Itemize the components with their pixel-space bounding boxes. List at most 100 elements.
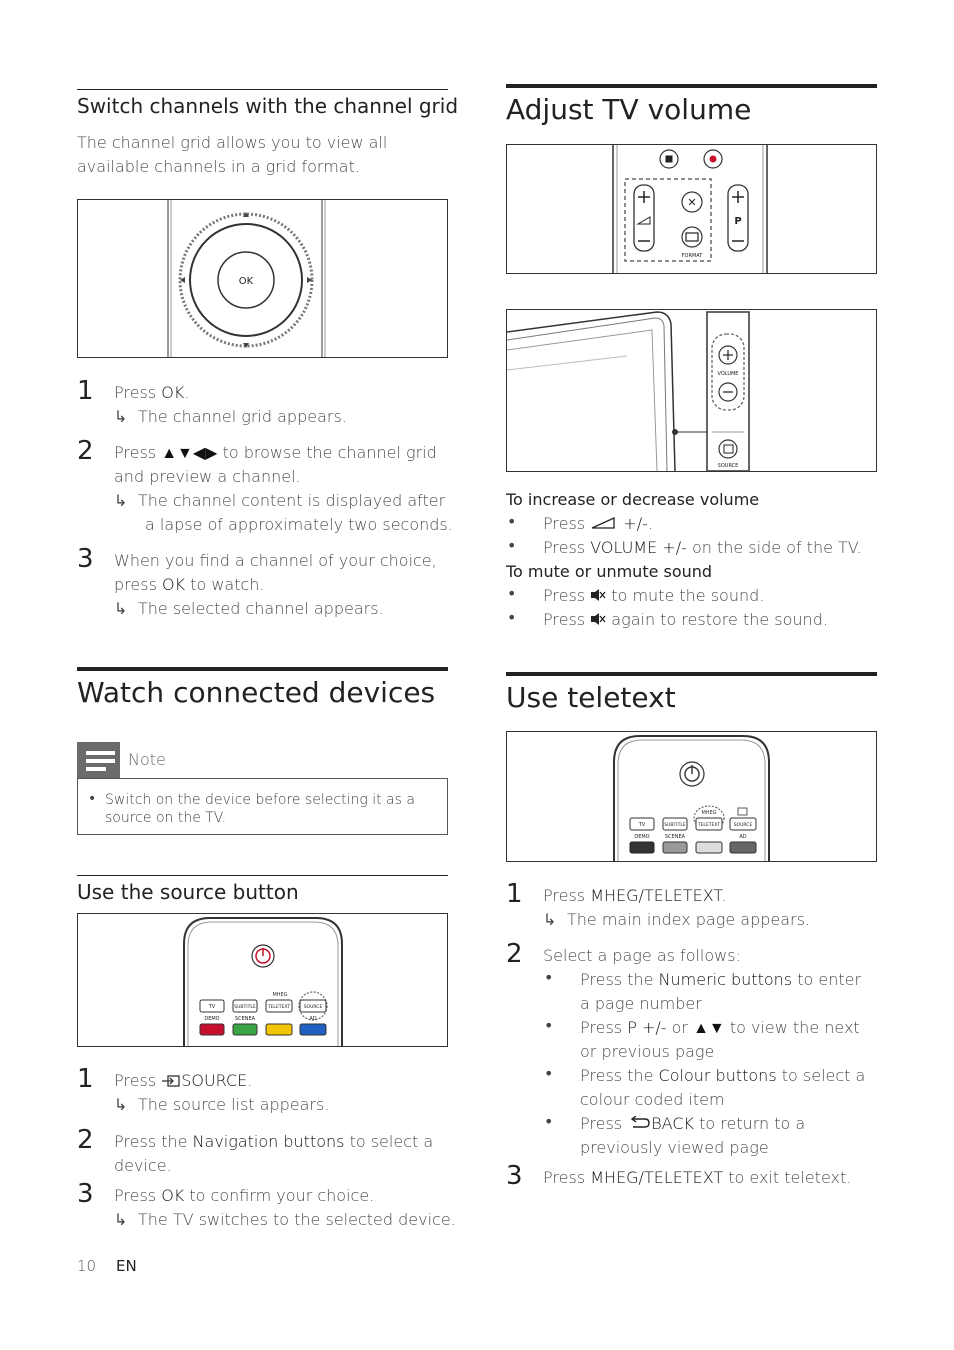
section-title-channel-grid: Switch channels with the channel grid — [77, 94, 459, 118]
section-title-source-button: Use the source button — [77, 880, 299, 904]
increase-heading: To increase or decrease volume — [506, 490, 760, 509]
tv-label: TV — [638, 822, 646, 828]
mute-heading: To mute or unmute sound — [506, 562, 713, 581]
step-text: Select a page as follows: — [543, 946, 741, 965]
step-text-cont: device. — [114, 1156, 172, 1175]
back-icon — [631, 1115, 650, 1128]
step-result: ↳The channel content is displayed after — [114, 489, 445, 513]
step-number: 1 — [77, 376, 94, 406]
step-number: 3 — [77, 1179, 94, 1209]
step-result: ↳The main index page appears. — [543, 908, 810, 932]
volume-icon — [591, 516, 615, 529]
subtitle-label: SUBTITLE — [664, 822, 686, 828]
mheg-label: MHEG — [701, 810, 716, 816]
section-title-volume: Adjust TV volume — [506, 93, 752, 126]
step-result: ↳The selected channel appears. — [114, 597, 384, 621]
channel-grid-figure: OK — [77, 199, 448, 358]
step-number: 1 — [506, 879, 523, 909]
mute-icon — [591, 589, 606, 601]
step-result: ↳The source list appears. — [114, 1093, 329, 1117]
sub-bullet-text-cont: or previous page — [580, 1042, 715, 1061]
step-text: Press OK. — [114, 383, 190, 402]
source-icon — [162, 1075, 180, 1087]
note-box: • Switch on the device before selecting … — [77, 778, 448, 835]
list-bullet: • — [507, 512, 517, 531]
teletext-label: TELETEXT — [267, 1004, 291, 1010]
channel-grid-intro-1: The channel grid allows you to view all — [77, 133, 388, 152]
ok-label: OK — [239, 276, 254, 287]
channel-grid-intro-2: available channels in a grid format. — [77, 157, 360, 176]
teletext-label: TELETEXT — [697, 822, 721, 828]
ad-label: AD — [739, 834, 746, 840]
result-arrow-icon: ↳ — [114, 599, 128, 618]
step-text: Press the Navigation buttons to select a — [114, 1132, 434, 1151]
section-rule — [77, 667, 448, 671]
result-arrow-icon: ↳ — [543, 910, 557, 929]
note-label: Note — [128, 750, 166, 769]
bullet-text: Press to mute the sound. — [543, 586, 765, 605]
source-label: SOURCE — [734, 822, 753, 828]
tv-label: TV — [208, 1004, 216, 1010]
step-text-cont: press OK to watch. — [114, 575, 265, 594]
note-text-1: Switch on the device before selecting it… — [105, 792, 415, 808]
step-number: 2 — [77, 436, 94, 466]
note-text-2: source on the TV. — [105, 810, 227, 826]
list-bullet: • — [507, 536, 517, 555]
source-button-figure: MHEG TV SUBTITLE TELETEXT SOURCE DEMO SC… — [77, 913, 448, 1047]
section-rule — [506, 84, 877, 88]
step-number: 2 — [77, 1125, 94, 1155]
teletext-remote-figure: MHEG TV SUBTITLE TELETEXT SOURCE DEMO SC… — [506, 731, 877, 862]
result-arrow-icon: ↳ — [114, 491, 128, 510]
step-number: 1 — [77, 1064, 94, 1094]
step-text: Press SOURCE. — [114, 1071, 253, 1090]
bullet-text: Press +/-. — [543, 514, 653, 533]
demo-label: DEMO — [204, 1016, 219, 1022]
step-text-cont: and preview a channel. — [114, 467, 301, 486]
step-number: 3 — [506, 1161, 523, 1191]
step-result: ↳The channel grid appears. — [114, 405, 347, 429]
step-number: 3 — [77, 544, 94, 574]
remote-volume-figure: ✕ FORMAT P — [506, 144, 877, 274]
note-bullet: • — [88, 791, 97, 807]
language-code: EN — [116, 1257, 137, 1275]
step-result-cont: a lapse of approximately two seconds. — [145, 515, 453, 534]
mute-icon: ✕ — [687, 196, 696, 209]
step-text: Press MHEG/TELETEXT to exit teletext. — [543, 1168, 852, 1187]
list-bullet: • — [507, 608, 517, 627]
step-number: 2 — [506, 939, 523, 969]
ad-label: AD — [309, 1016, 316, 1022]
sub-bullet-text: Press the Numeric buttons to enter — [580, 970, 862, 989]
tv-side-figure: VOLUME SOURCE — [506, 309, 877, 472]
section-rule — [77, 875, 448, 876]
sub-bullet-text-cont: a page number — [580, 994, 702, 1013]
mute-icon — [591, 613, 606, 625]
result-arrow-icon: ↳ — [114, 407, 128, 426]
list-bullet: • — [544, 1016, 554, 1035]
sub-bullet-text-cont: previously viewed page — [580, 1138, 769, 1157]
bullet-text: Press VOLUME +/- on the side of the TV. — [543, 538, 862, 557]
subtitle-label: SUBTITLE — [234, 1004, 256, 1010]
step-result: ↳The TV switches to the selected device. — [114, 1208, 456, 1232]
volume-label: VOLUME — [718, 371, 739, 377]
format-label: FORMAT — [682, 253, 704, 259]
sub-bullet-text-cont: colour coded item — [580, 1090, 725, 1109]
list-bullet: • — [507, 584, 517, 603]
source-label: SOURCE — [304, 1004, 323, 1010]
note-icon — [77, 742, 120, 779]
step-text: Press OK to confirm your choice. — [114, 1186, 375, 1205]
section-title-teletext: Use teletext — [506, 681, 676, 714]
step-text: When you find a channel of your choice, — [114, 551, 437, 570]
mheg-label: MHEG — [272, 992, 287, 998]
step-text: Press MHEG/TELETEXT. — [543, 886, 727, 905]
bullet-text: Press again to restore the sound. — [543, 610, 828, 629]
demo-label: DEMO — [634, 834, 649, 840]
list-bullet: • — [544, 968, 554, 987]
p-label: P — [734, 216, 741, 227]
result-arrow-icon: ↳ — [114, 1210, 128, 1229]
scenea-label: SCENEA — [665, 834, 686, 840]
scenea-label: SCENEA — [235, 1016, 256, 1022]
sub-bullet-text: Press the Colour buttons to select a — [580, 1066, 866, 1085]
page-number: 10 — [77, 1257, 97, 1275]
sub-bullet-text: Press P +/- or ▲▼ to view the next — [580, 1018, 860, 1037]
section-rule — [77, 89, 448, 90]
